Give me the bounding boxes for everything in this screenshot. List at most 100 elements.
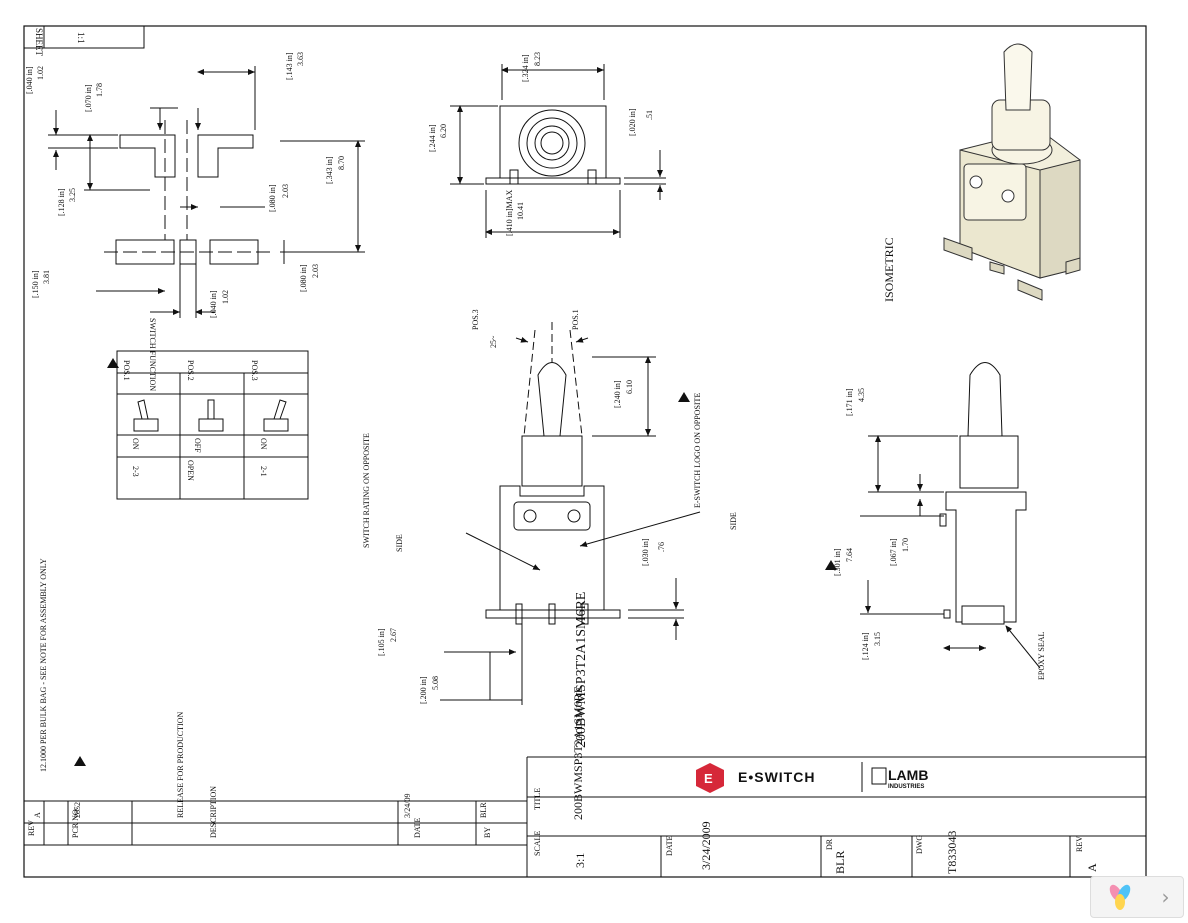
dim-mm: 8.23 bbox=[533, 52, 542, 66]
dim-mm: 3.63 bbox=[296, 52, 305, 66]
dim-in: [.324 in] bbox=[521, 54, 530, 82]
svg-text:E: E bbox=[704, 771, 713, 786]
dim-mm: 4.35 bbox=[857, 388, 866, 402]
title-block-text: TITLE 200BWMSP3T2A1SM6RE SCALE 3:1 DATE … bbox=[533, 686, 1099, 874]
desc-value: RELEASE FOR PRODUCTION bbox=[176, 712, 185, 818]
dwg-label: DWG bbox=[915, 835, 924, 854]
brand-lamb: LAMB bbox=[888, 767, 928, 783]
top-view bbox=[48, 66, 365, 318]
dim-in: [.150 in] bbox=[31, 270, 40, 298]
notes: 12.1000 PER BULK BAG - SEE NOTE FOR ASSE… bbox=[39, 558, 48, 772]
switch-function-text: SWITCH FUNCTION POS.1 POS.2 POS.3 ON OFF… bbox=[122, 318, 268, 481]
connection-label: 2-1 bbox=[259, 466, 268, 477]
dim-in: [.080 in] bbox=[268, 184, 277, 212]
scale-label: SCALE bbox=[533, 831, 542, 856]
isometric-render bbox=[943, 43, 1081, 301]
dim-mm: 8.70 bbox=[337, 156, 346, 170]
by-value: BLR bbox=[479, 802, 488, 818]
by-label: BY bbox=[483, 827, 492, 838]
dim-mm: 3.81 bbox=[42, 270, 51, 284]
pos-label: POS.2 bbox=[186, 360, 195, 381]
dim-in: [.410 in]MAX bbox=[505, 190, 514, 236]
chevron-right-icon[interactable]: › bbox=[1161, 885, 1170, 909]
pcr-label: PCR NO. bbox=[71, 807, 80, 838]
rev-label: REV bbox=[27, 820, 36, 836]
dim-in: [.080 in] bbox=[299, 264, 308, 292]
title-label: TITLE bbox=[533, 788, 542, 810]
connection-label: 2-3 bbox=[131, 466, 140, 477]
date-value: 3/24/2009 bbox=[699, 821, 713, 870]
triangle-marker bbox=[74, 756, 86, 766]
front-view-dims: [.324 in] 8.23 [.244 in] 6.20 [.020 in] … bbox=[428, 52, 654, 236]
right-side-view-text: [.171 in] 4.35 [.301 in] 7.64 [.067 in] … bbox=[833, 237, 1046, 680]
dim-in: [.070 in] bbox=[84, 84, 93, 112]
triangle-marker bbox=[825, 560, 837, 570]
dim-mm: 3.25 bbox=[68, 188, 77, 202]
side-label: SIDE bbox=[395, 534, 404, 552]
dim-mm: .51 bbox=[645, 110, 654, 120]
pos-label: POS.3 bbox=[250, 360, 259, 381]
dim-mm: 2.03 bbox=[281, 184, 290, 198]
pos3-label: POS.3 bbox=[471, 309, 480, 330]
pos1-label: POS.1 bbox=[571, 309, 580, 330]
right-side-view bbox=[860, 362, 1041, 669]
brand-eswitch: E•SWITCH bbox=[738, 769, 815, 785]
rating-note: SWITCH RATING ON OPPOSITE bbox=[362, 433, 371, 548]
dim-in: [.105 in] bbox=[377, 628, 386, 656]
side-view bbox=[440, 322, 701, 705]
state-label: OFF bbox=[193, 438, 202, 453]
notes-text: 12.1000 PER BULK BAG - SEE NOTE FOR ASSE… bbox=[39, 558, 48, 772]
title-value: 200BWMSP3T2A1SM6RE bbox=[571, 686, 585, 820]
title-block bbox=[527, 756, 1146, 877]
dim-in: [.244 in] bbox=[428, 124, 437, 152]
dim-mm: 1.78 bbox=[95, 83, 104, 97]
dim-mm: 1.02 bbox=[36, 66, 45, 80]
dim-in: [.040 in] bbox=[209, 290, 218, 318]
dim-mm: .76 bbox=[657, 542, 666, 552]
scale-value: 3:1 bbox=[573, 853, 587, 868]
date-label: DATE bbox=[665, 835, 674, 856]
dim-mm: 6.10 bbox=[625, 380, 634, 394]
side-view-text: POS.3 POS.1 25~ [.240 in] 6.10 SWITCH RA… bbox=[362, 309, 738, 748]
rev-label: REV bbox=[1075, 836, 1084, 852]
revision-table-text: REV A PCR NO. 2852 DESCRIPTION RELEASE F… bbox=[27, 712, 492, 838]
date-label: DATE bbox=[413, 817, 422, 838]
dwg-value: T833043 bbox=[945, 831, 959, 874]
dim-mm: 1.70 bbox=[901, 538, 910, 552]
switch-function-title: SWITCH FUNCTION bbox=[148, 318, 157, 391]
logo-note: E-SWITCH LOGO ON OPPOSITE bbox=[693, 393, 702, 508]
desc-label: DESCRIPTION bbox=[209, 786, 218, 838]
switch-function-table bbox=[116, 350, 309, 500]
dim-in: [.343 in] bbox=[325, 156, 334, 184]
dim-in: [.030 in] bbox=[641, 538, 650, 566]
isometric-label: ISOMETRIC bbox=[882, 237, 896, 302]
flower-logo-icon bbox=[1109, 884, 1130, 910]
dim-mm: 10.41 bbox=[516, 202, 525, 220]
rev-value: A bbox=[33, 812, 42, 818]
dim-in: [.200 in] bbox=[419, 676, 428, 704]
pos-label: POS.1 bbox=[122, 360, 131, 381]
sheet-value: 1:1 bbox=[76, 32, 86, 44]
connection-label: OPEN bbox=[186, 460, 195, 481]
dim-in: [.143 in] bbox=[285, 52, 294, 80]
revision-table bbox=[24, 757, 528, 877]
pcr-value: 2852 bbox=[73, 802, 82, 818]
state-label: ON bbox=[131, 438, 140, 450]
dim-mm: 6.20 bbox=[439, 124, 448, 138]
dim-in: [.124 in] bbox=[861, 632, 870, 660]
state-label: ON bbox=[259, 438, 268, 450]
date-value: 3/24/09 bbox=[403, 794, 412, 818]
dim-mm: 2.03 bbox=[311, 264, 320, 278]
sheet-label: SHEET bbox=[34, 28, 44, 57]
dim-in: [.040 in] bbox=[25, 66, 34, 94]
dim-mm: 1.02 bbox=[221, 290, 230, 304]
viewer-nav-widget: › bbox=[1090, 876, 1184, 918]
triangle-marker bbox=[678, 392, 690, 402]
dim-mm: 7.64 bbox=[845, 548, 854, 562]
top-view-dims: [.040 in] 1.02 [.070 in] 1.78 [.143 in] … bbox=[25, 52, 346, 318]
part-number: 200BWMSP3T2A1SM6RE bbox=[574, 592, 589, 748]
sheet-border bbox=[23, 25, 1147, 878]
dim-in: [.171 in] bbox=[845, 388, 854, 416]
dim-in: [.067 in] bbox=[889, 538, 898, 566]
